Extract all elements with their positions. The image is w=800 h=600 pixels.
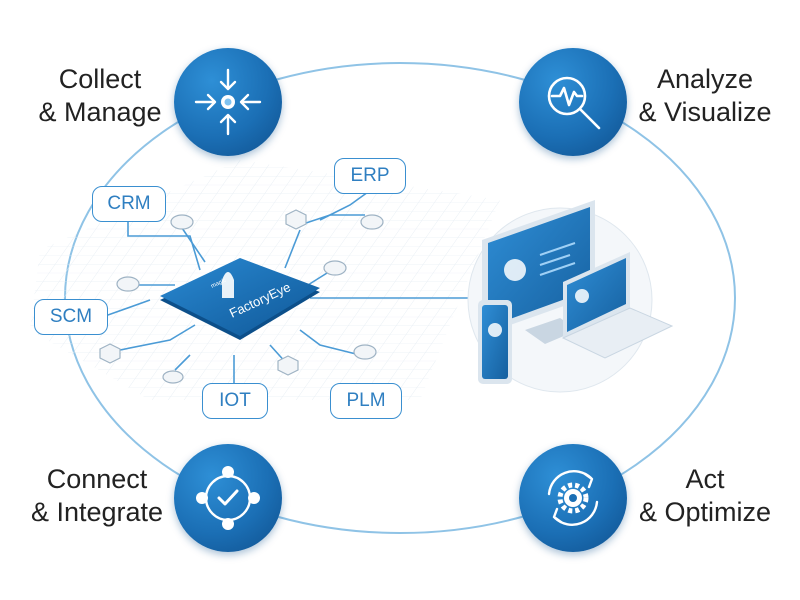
act-line2: & Optimize: [638, 497, 772, 527]
act-optimize-label: Act & Optimize: [630, 463, 780, 529]
arrows-inward-icon: [194, 68, 262, 136]
devices-illustration: [467, 200, 674, 393]
tag-scm: SCM: [34, 299, 108, 335]
tag-plm: PLM: [330, 383, 402, 419]
nodes: [99, 209, 384, 384]
analyze-visualize-label: Analyze & Visualize: [630, 63, 780, 129]
collect-circle: [174, 48, 282, 156]
analyze-circle: [519, 48, 627, 156]
connect-line2: & Integrate: [30, 497, 164, 527]
connect-circle: [174, 444, 282, 552]
network-check-icon: [196, 466, 260, 530]
tag-crm: CRM: [92, 186, 166, 222]
analyze-line1: Analyze: [656, 64, 754, 94]
act-line1: Act: [685, 464, 725, 494]
connect-integrate-label: Connect & Integrate: [22, 463, 172, 529]
factoryeye-hub: magic FactoryEye: [160, 258, 320, 340]
droplet-icon: [222, 272, 234, 298]
collect-line1: Collect: [58, 64, 142, 94]
collect-line2: & Manage: [38, 97, 162, 127]
collect-manage-label: Collect & Manage: [30, 63, 170, 129]
act-circle: [519, 444, 627, 552]
gear-cycle-icon: [547, 470, 599, 526]
tag-erp: ERP: [334, 158, 406, 194]
connect-line1: Connect: [46, 464, 148, 494]
analyze-line2: & Visualize: [638, 97, 772, 127]
tag-iot: IOT: [202, 383, 268, 419]
magnifier-pulse-icon: [547, 76, 601, 130]
